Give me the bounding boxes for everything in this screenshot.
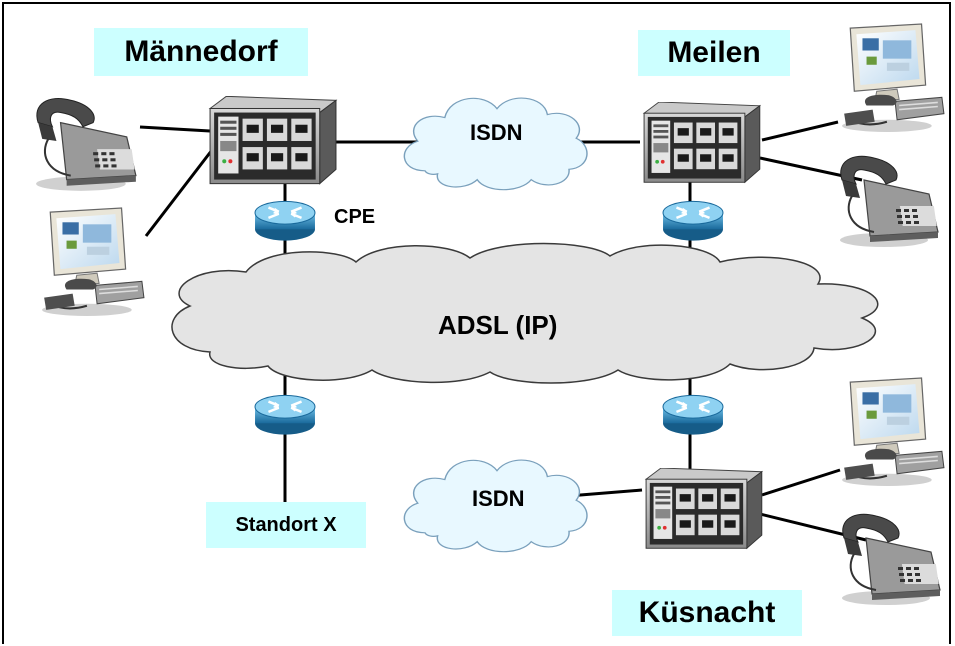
line-isdn-kuesnacht xyxy=(567,488,643,498)
router-icon xyxy=(254,200,316,242)
line-meilen-computer xyxy=(761,120,839,142)
phone-icon xyxy=(35,97,137,192)
site-label-meilen: Meilen xyxy=(638,30,790,76)
pbx-icon xyxy=(209,96,337,185)
cpe-label: CPE xyxy=(334,206,376,228)
adsl-cloud xyxy=(171,242,879,384)
line-kuesnacht-computer xyxy=(761,468,841,497)
computer-icon xyxy=(841,377,945,487)
site-label-maennedorf: Männedorf xyxy=(94,28,308,76)
pbx-icon xyxy=(643,102,761,183)
isdn-label-bottom: ISDN xyxy=(472,486,525,511)
site-label-standort-x: Standort X xyxy=(206,502,366,548)
router-icon xyxy=(254,394,316,436)
pbx-icon xyxy=(645,468,763,549)
line-computer-maennedorf xyxy=(144,149,214,237)
router-icon xyxy=(662,200,724,242)
computer-icon xyxy=(41,207,145,317)
router-icon xyxy=(662,394,724,436)
isdn-label-top: ISDN xyxy=(470,120,523,145)
phone-icon xyxy=(839,155,939,248)
computer-icon xyxy=(841,23,945,133)
site-label-kuesnacht: Küsnacht xyxy=(612,590,802,636)
line-phone-maennedorf xyxy=(139,125,211,133)
adsl-label: ADSL (IP) xyxy=(438,310,558,340)
phone-icon xyxy=(841,513,941,606)
